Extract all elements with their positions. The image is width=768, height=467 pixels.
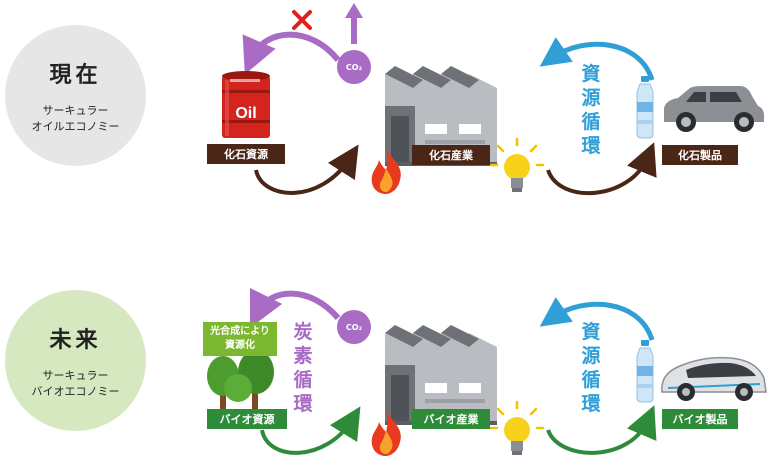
lightbulb-icon (489, 400, 545, 457)
future-resource-cycle-text: 資源循環 (581, 321, 601, 415)
future-era-circle: 未来 サーキュラー バイオエコノミー (5, 290, 146, 431)
present-era-title: 現在 (49, 62, 102, 88)
future-recycle-arrow (539, 297, 655, 341)
future-co2-to-resource-arrow (249, 287, 341, 329)
future-subtitle-line1: サーキュラー (42, 368, 109, 382)
future-product-label: バイオ製品 (662, 409, 738, 429)
present-subtitle-line2: オイルエコノミー (31, 119, 120, 133)
present-resource-cycle-text: 資源循環 (581, 63, 601, 157)
future-industry-to-product-arrow (546, 405, 657, 455)
bottle-icon (636, 75, 654, 139)
future-resource-to-industry-arrow (260, 406, 361, 455)
future-subtitle-line2: バイオエコノミー (31, 384, 120, 398)
trees-icon (207, 350, 274, 410)
future-co2-bubble: CO₂ (337, 310, 371, 344)
present-co2-return-arrow (242, 31, 341, 75)
present-industry-label: 化石産業 (412, 145, 490, 165)
oil-drum-text: Oil (235, 105, 256, 122)
future-era-title: 未来 (49, 327, 102, 353)
lightbulb-icon (489, 137, 545, 194)
cross-icon (292, 10, 312, 30)
photosynthesis-line1: 光合成により (210, 326, 270, 337)
present-resource-label: 化石資源 (207, 144, 285, 164)
present-industry-to-product-arrow (546, 142, 657, 196)
bottle-icon (636, 339, 654, 403)
carbon-cycle-text: 炭素循環 (293, 321, 313, 415)
present-resource-to-industry-arrow (254, 144, 359, 195)
future-car-icon (661, 356, 767, 401)
future-industry-label: バイオ産業 (412, 409, 490, 429)
oil-drum-icon (222, 71, 270, 138)
future-resource-label: バイオ資源 (207, 409, 287, 429)
photosynthesis-label: 光合成により 資源化 (203, 322, 277, 356)
present-recycle-arrow (539, 37, 655, 81)
present-co2-bubble: CO₂ (337, 50, 371, 84)
present-product-label: 化石製品 (662, 145, 738, 165)
photosynthesis-line2: 資源化 (225, 340, 255, 351)
present-subtitle-line1: サーキュラー (42, 103, 109, 117)
present-era-circle: 現在 サーキュラー オイルエコノミー (5, 25, 146, 166)
car-icon (664, 86, 764, 132)
